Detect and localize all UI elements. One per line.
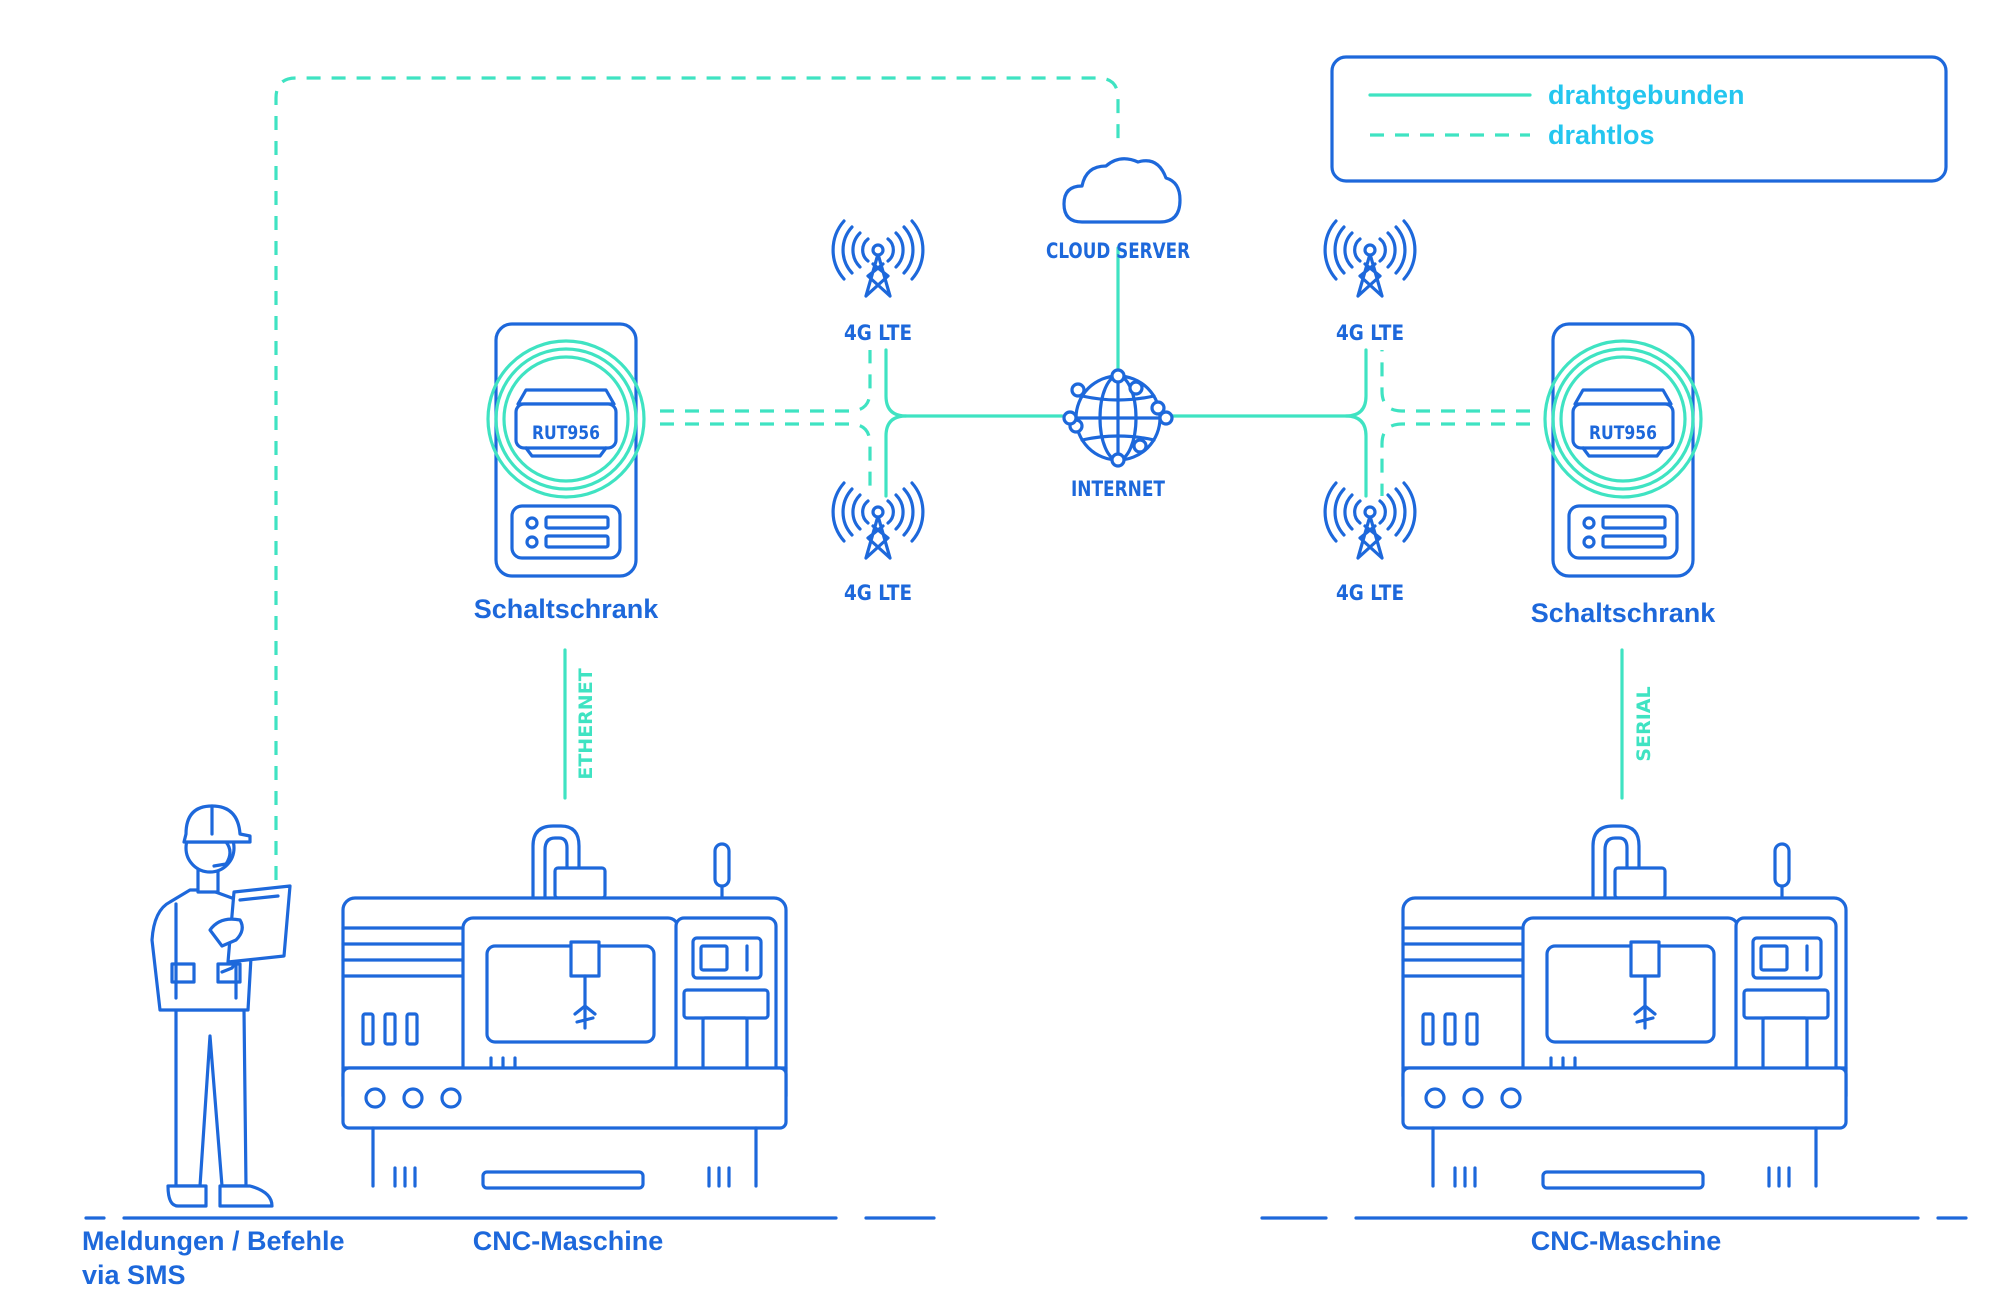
lte-tower-bottom-left: 4G LTE [831,481,925,605]
cabinet-label: Schaltschrank [1531,598,1717,628]
serial-label: SERIAL [1633,686,1655,761]
cell-tower-icon [831,481,925,560]
cnc-machine-icon [1401,824,1848,1190]
lte-tower-top-left: 4G LTE [831,219,925,345]
cnc-machine-right: CNC-Maschine [1401,824,1848,1256]
backbone-left-bottom [884,414,908,498]
legend-wireless-label: drahtlos [1548,120,1655,150]
legend: drahtgebunden drahtlos [1330,55,1948,183]
internet-node: INTERNET [1062,368,1174,501]
cnc-machine-icon [341,824,788,1190]
cnc-machine-label: CNC-Maschine [473,1226,664,1256]
lte-tower-top-right: 4G LTE [1323,219,1417,345]
wireless-left-2 [660,422,872,496]
cell-tower-icon [1323,481,1417,560]
lte-label: 4G LTE [844,321,912,345]
lte-label: 4G LTE [1336,581,1404,605]
cabinet-label: Schaltschrank [474,594,660,624]
lte-label: 4G LTE [844,581,912,605]
lte-tower-bottom-right: 4G LTE [1323,481,1417,605]
cabinet-icon [1543,322,1703,578]
backbone-right-bottom [1344,414,1368,498]
sms-label-line1: Meldungen / Befehle [82,1226,345,1256]
cnc-machine-left: CNC-Maschine [341,824,788,1256]
wireless-right-1 [1380,350,1530,413]
connections [274,76,1624,880]
sms-label-line2: via SMS [82,1260,186,1290]
cabinet-right: RUT956 Schaltschrank [1531,322,1717,628]
ethernet-label: ETHERNET [575,668,597,779]
lte-label: 4G LTE [1336,321,1404,345]
cell-tower-icon [1323,219,1417,298]
cloud-server-label: CLOUD SERVER [1046,239,1190,263]
backbone-right-top [1170,348,1368,418]
worker-icon [150,804,292,1208]
router-label: RUT956 [532,422,600,444]
internet-label: INTERNET [1071,477,1166,501]
cloud-icon [1062,157,1182,224]
legend-box [1330,55,1948,183]
wireless-left-1 [660,350,872,413]
cnc-machine-label: CNC-Maschine [1531,1226,1722,1256]
sms-wireless-link [274,76,1120,880]
globe-icon [1062,368,1174,468]
backbone-left-top [884,348,1064,418]
wireless-right-2 [1380,422,1530,496]
cell-tower-icon [831,219,925,298]
legend-wired-label: drahtgebunden [1548,80,1745,110]
cabinet-left: RUT956 Schaltschrank [474,322,660,624]
cabinet-icon [486,322,646,578]
router-label: RUT956 [1589,422,1657,444]
cloud-server-node: CLOUD SERVER [1046,157,1190,263]
